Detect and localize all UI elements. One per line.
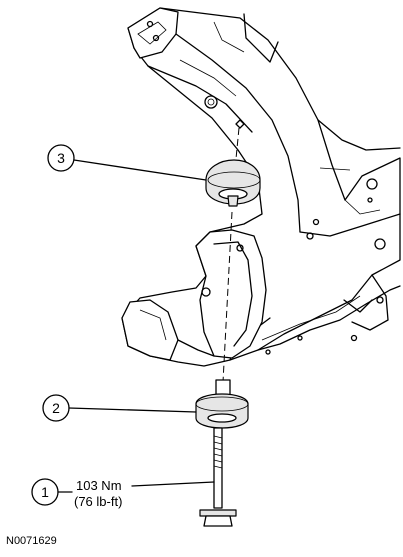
upper-body-mount-insulator xyxy=(205,159,261,207)
lower-body-mount-insulator xyxy=(195,379,249,429)
callout-2-number: 2 xyxy=(52,400,60,416)
frame-rail xyxy=(121,7,401,367)
callout-3-number: 3 xyxy=(57,150,65,166)
callout-1: 1 103 Nm (76 lb-ft) xyxy=(31,478,215,509)
callout-2: 2 xyxy=(42,394,197,422)
figure-id: N0071629 xyxy=(6,535,57,547)
callout-1-number: 1 xyxy=(41,484,49,500)
torque-spec-nm: 103 Nm xyxy=(76,478,122,493)
body-mount-bolt xyxy=(199,427,237,527)
callout-3: 3 xyxy=(47,144,207,181)
torque-spec-lbft: (76 lb-ft) xyxy=(74,494,122,509)
